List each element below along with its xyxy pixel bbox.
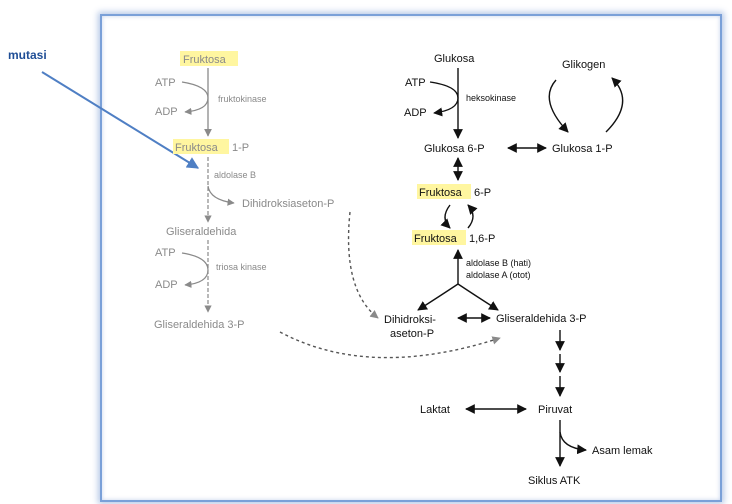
- glucose-1p-label: Glukosa 1-P: [552, 143, 613, 155]
- dhap-right-line1: Dihidroksi-: [384, 314, 436, 326]
- g3p-left-label: Gliseraldehida 3-P: [154, 319, 245, 331]
- f16bp-to-f6p-arrow: [467, 204, 478, 229]
- aldolase-a-otot-label: aldolase A (otot): [466, 270, 531, 280]
- g1p-to-glycogen-arrow: [605, 77, 624, 133]
- g3p-right-label: Gliseraldehida 3-P: [496, 313, 587, 325]
- dhap-connector: [347, 211, 379, 319]
- atp-label-1: ATP: [155, 77, 176, 89]
- fructose-highlight: [180, 51, 238, 66]
- fructokinase-label: fruktokinase: [218, 94, 267, 104]
- fructose-6p-suffix: 6-P: [474, 187, 491, 199]
- adp-label-2: ADP: [155, 279, 178, 291]
- fatty-acid-label: Asam lemak: [592, 445, 653, 457]
- g3p-connector: [279, 331, 501, 359]
- atp-adp-right-curve: [429, 81, 459, 117]
- adp-label-1: ADP: [155, 106, 178, 118]
- fructose-16p-highlight: [412, 230, 466, 245]
- hexokinase-label: heksokinase: [466, 93, 516, 103]
- aldolase-b-hati-label: aldolase B (hati): [466, 258, 531, 268]
- mutation-arrow: [41, 71, 200, 169]
- lactate-label: Laktat: [420, 404, 450, 416]
- atp-label-2: ATP: [155, 247, 176, 259]
- glucose-6p-label: Glukosa 6-P: [424, 143, 485, 155]
- fructose-1p-word: Fruktosa: [175, 142, 219, 154]
- aldolase-b-label: aldolase B: [214, 170, 256, 180]
- split-left-arrow: [417, 283, 459, 311]
- split-right-arrow: [457, 283, 499, 311]
- fructose-16p-suffix: 1,6-P: [469, 233, 495, 245]
- fructose-16p-word: Fruktosa: [414, 233, 458, 245]
- triose-kinase-label: triosa kinase: [216, 262, 267, 272]
- dhap-branch-curve: [207, 185, 235, 206]
- dhap-right-line2: aseton-P: [390, 328, 434, 340]
- dhap-left-label: Dihidroksiaseton-P: [242, 198, 334, 210]
- fatty-acid-branch: [559, 431, 587, 455]
- fructose-1p-suffix: 1-P: [232, 142, 249, 154]
- pyruvate-label: Piruvat: [538, 404, 572, 416]
- fructose-6p-word: Fruktosa: [419, 187, 463, 199]
- glucose-label: Glukosa: [434, 53, 475, 65]
- atp-right-label: ATP: [405, 77, 426, 89]
- atp-adp-curve-1: [181, 81, 209, 116]
- fructose-6p-highlight: [417, 184, 471, 199]
- diagram-frame: [100, 14, 722, 502]
- mutation-label: mutasi: [8, 48, 47, 62]
- glycogen-label: Glikogen: [562, 59, 605, 71]
- atp-adp-curve-2: [181, 252, 209, 289]
- f6p-to-f16bp-arrow: [440, 204, 451, 229]
- fructose-label: Fruktosa: [183, 54, 227, 66]
- fructose-1p-highlight: [173, 139, 229, 154]
- tca-label: Siklus ATK: [528, 475, 581, 487]
- adp-right-label: ADP: [404, 107, 427, 119]
- glycogen-to-g1p-arrow: [548, 79, 569, 133]
- glyceraldehyde-label: Gliseraldehida: [166, 226, 237, 238]
